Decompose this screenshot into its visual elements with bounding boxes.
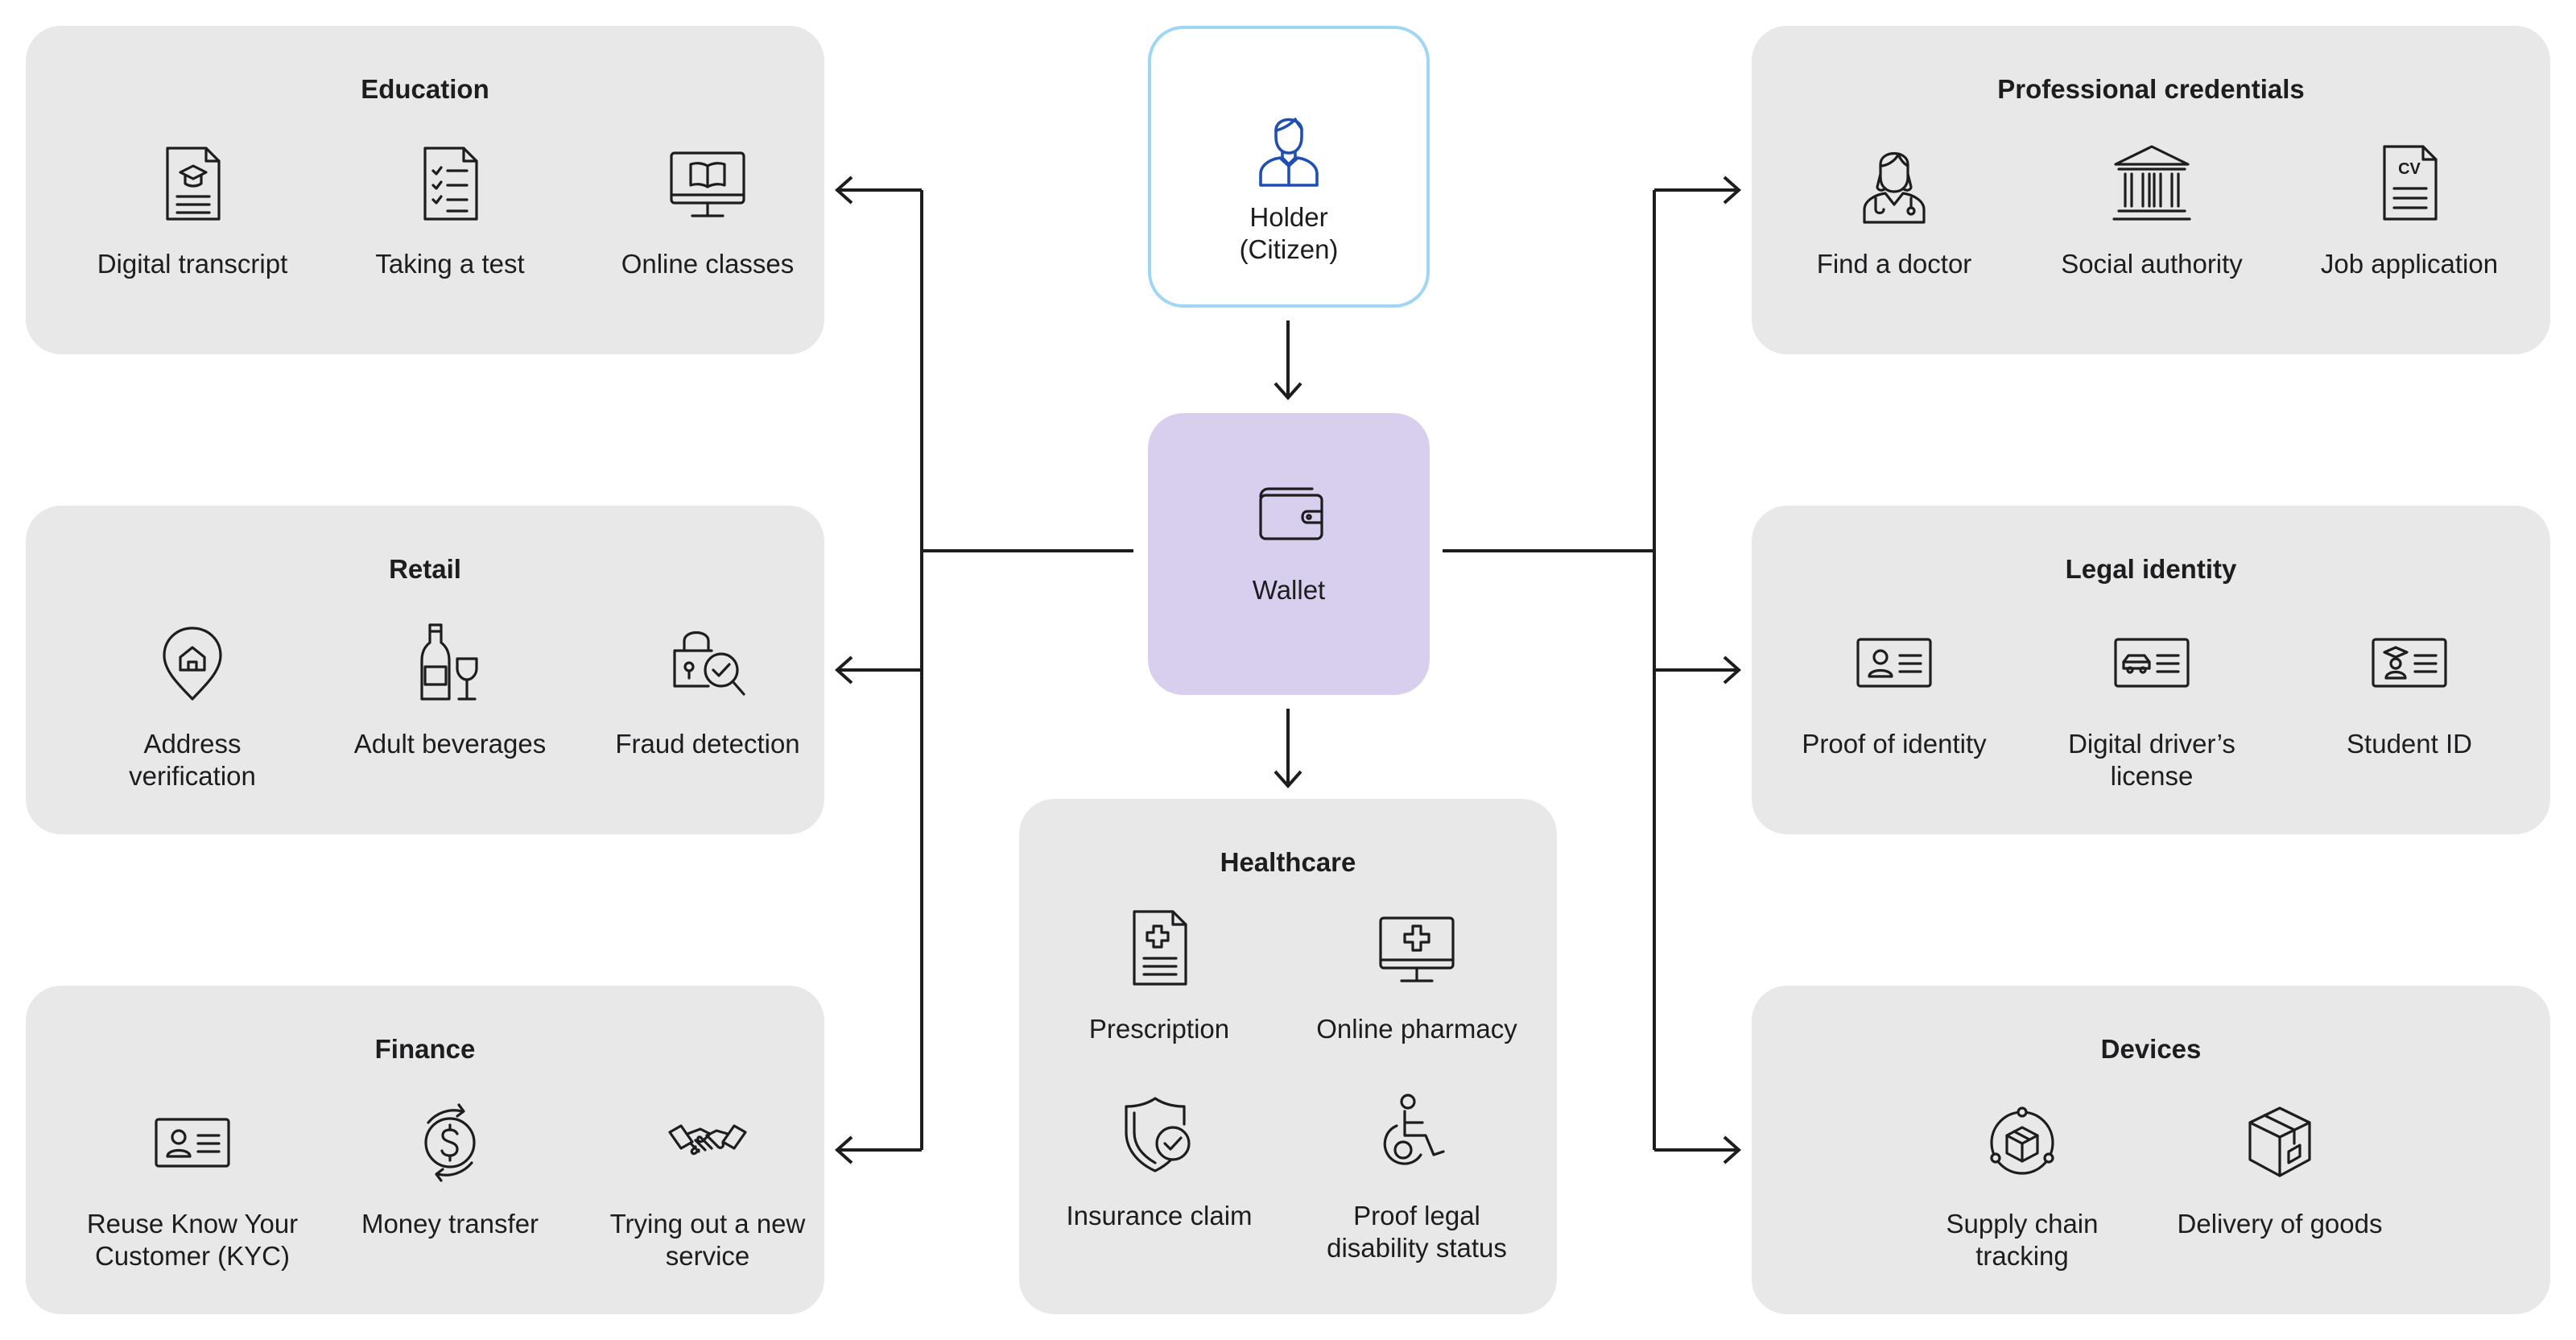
holder-node: Holder (Citizen): [1148, 26, 1430, 308]
address-verification-label: Address verification: [129, 729, 256, 791]
shield-check-icon: [1125, 1097, 1191, 1172]
finance-title: Finance: [374, 1034, 476, 1064]
prescription-item[interactable]: Prescription: [1030, 904, 1288, 1045]
social-authority-label: Social authority: [2061, 249, 2243, 279]
online-pharmacy-label: Online pharmacy: [1316, 1014, 1517, 1044]
wallet-node[interactable]: Wallet: [1148, 413, 1430, 695]
digital-transcript-item[interactable]: Digital transcript: [64, 139, 321, 280]
professional-panel: Professional credentials Find a doctor: [1752, 26, 2550, 354]
supply-chain-tracking-label: Supply chain tracking: [1946, 1209, 2099, 1271]
online-classes-item[interactable]: Online classes: [579, 139, 836, 280]
reuse-kyc-item[interactable]: Reuse Know Your Customer (KYC): [64, 1098, 321, 1272]
package-cycle-icon: [1990, 1106, 2054, 1175]
proof-disability-label: Proof legal disability status: [1327, 1201, 1507, 1263]
checklist-icon: [423, 147, 478, 221]
wine-bottle-glass-icon: [420, 623, 478, 701]
online-classes-label: Online classes: [621, 249, 795, 279]
package-box-icon: [2248, 1106, 2311, 1177]
proof-of-identity-label: Proof of identity: [1802, 729, 1987, 759]
trying-new-service-label: Trying out a new service: [609, 1209, 806, 1271]
legal-panel: Legal identity Proof of identity Digital…: [1752, 506, 2550, 834]
dollar-exchange-icon: [424, 1103, 476, 1182]
medical-document-icon: [1133, 910, 1187, 986]
cv-icon-text: CV: [2398, 160, 2421, 178]
person-icon: [1259, 118, 1319, 187]
find-doctor-label: Find a doctor: [1816, 249, 1972, 279]
finance-panel: Finance Reuse Know Your Customer (KYC) M…: [26, 986, 824, 1314]
professional-title: Professional credentials: [1997, 74, 2305, 104]
adult-beverages-item[interactable]: Adult beverages: [321, 618, 579, 760]
digital-drivers-license-label: Digital driver’s license: [2068, 729, 2235, 791]
devices-title: Devices: [2100, 1034, 2202, 1064]
online-pharmacy-item[interactable]: Online pharmacy: [1288, 904, 1546, 1045]
id-card-icon: [1856, 638, 1932, 688]
proof-disability-item[interactable]: Proof legal disability status: [1288, 1090, 1546, 1264]
delivery-of-goods-item[interactable]: Delivery of goods: [2151, 1098, 2409, 1240]
trying-new-service-item[interactable]: Trying out a new service: [579, 1098, 836, 1272]
healthcare-panel: Healthcare Prescription Online pharmacy: [1019, 799, 1557, 1314]
document-graduation-cap-icon: [166, 147, 221, 221]
wheelchair-icon: [1383, 1094, 1445, 1165]
devices-panel: Devices Supply chain tracking Delivery o…: [1752, 986, 2550, 1314]
student-id-label: Student ID: [2347, 729, 2472, 759]
delivery-of-goods-label: Delivery of goods: [2177, 1209, 2383, 1239]
id-card-icon: [155, 1118, 230, 1168]
handshake-icon: [668, 1124, 747, 1156]
cv-document-icon: CV: [2383, 145, 2438, 221]
taking-a-test-item[interactable]: Taking a test: [321, 139, 579, 280]
proof-of-identity-item[interactable]: Proof of identity: [1765, 618, 2023, 760]
wallet-icon: [1259, 487, 1323, 540]
retail-title: Retail: [389, 554, 461, 584]
adult-beverages-label: Adult beverages: [353, 729, 547, 759]
reuse-kyc-label: Reuse Know Your Customer (KYC): [86, 1209, 299, 1271]
healthcare-title: Healthcare: [1220, 847, 1356, 877]
student-id-item[interactable]: Student ID: [2281, 618, 2538, 760]
education-title: Education: [361, 74, 489, 104]
retail-panel: Retail Address verification Adult bevera…: [26, 506, 824, 834]
driver-license-car-icon: [2114, 638, 2190, 688]
prescription-label: Prescription: [1088, 1014, 1230, 1044]
student-id-card-icon: [2372, 638, 2447, 688]
location-home-icon: [163, 627, 222, 701]
legal-title: Legal identity: [2065, 554, 2237, 584]
lock-magnifier-icon: [673, 631, 745, 696]
money-transfer-item[interactable]: Money transfer: [321, 1098, 579, 1240]
fraud-detection-label: Fraud detection: [615, 729, 800, 759]
address-verification-item[interactable]: Address verification: [64, 618, 321, 792]
doctor-icon: [1863, 152, 1926, 224]
taking-a-test-label: Taking a test: [375, 249, 525, 279]
supply-chain-tracking-item[interactable]: Supply chain tracking: [1893, 1098, 2151, 1272]
job-application-label: Job application: [2320, 249, 2499, 279]
insurance-claim-item[interactable]: Insurance claim: [1030, 1090, 1288, 1232]
monitor-book-icon: [670, 151, 745, 217]
job-application-item[interactable]: CV Job application: [2281, 139, 2538, 280]
holder-label: Holder (Citizen): [1239, 202, 1339, 264]
education-panel: Education Digital transcript Taking: [26, 26, 824, 354]
wallet-label: Wallet: [1252, 575, 1326, 605]
find-doctor-item[interactable]: Find a doctor: [1765, 139, 2023, 280]
digital-drivers-license-item[interactable]: Digital driver’s license: [2023, 618, 2281, 792]
monitor-medical-cross-icon: [1379, 916, 1455, 982]
fraud-detection-item[interactable]: Fraud detection: [579, 618, 836, 760]
social-authority-item[interactable]: Social authority: [2023, 139, 2281, 280]
money-transfer-label: Money transfer: [361, 1209, 539, 1239]
digital-transcript-label: Digital transcript: [97, 249, 288, 279]
insurance-claim-label: Insurance claim: [1066, 1201, 1253, 1230]
government-building-icon: [2112, 145, 2191, 221]
